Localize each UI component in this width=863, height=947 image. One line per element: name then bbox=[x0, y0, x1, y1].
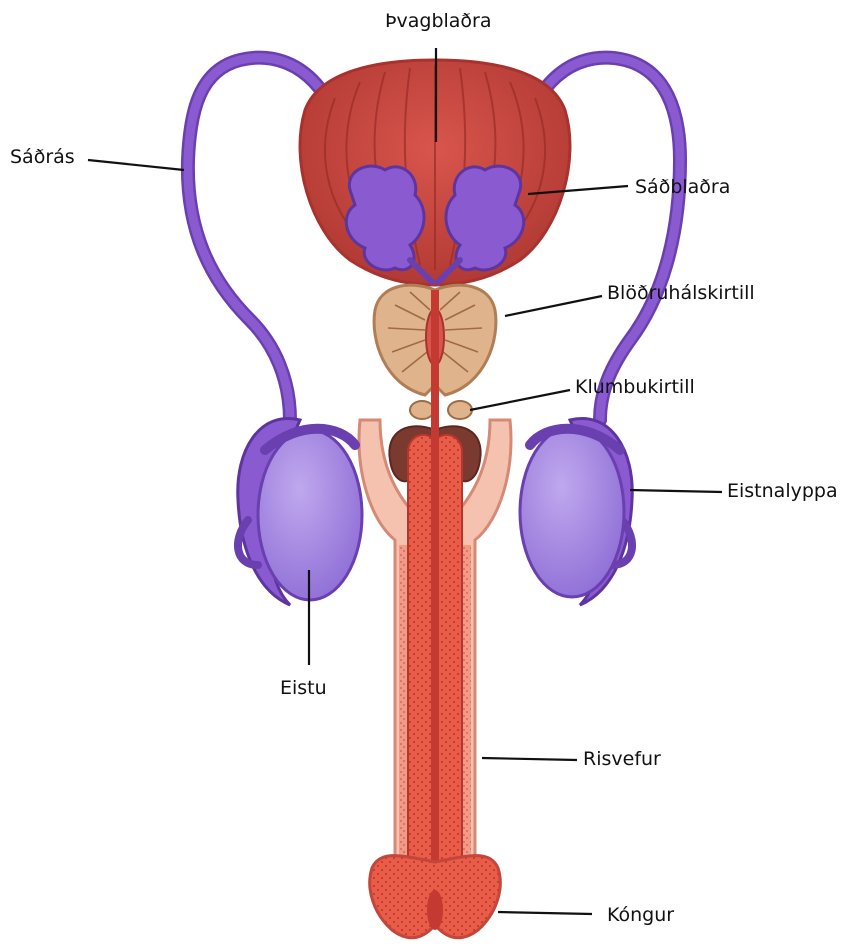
leader-bulbourethral bbox=[470, 390, 570, 410]
bulbourethral-gland-left bbox=[410, 401, 434, 419]
label-erectile-tissue: Risvefur bbox=[583, 750, 661, 769]
leader-prostate bbox=[505, 296, 602, 316]
leader-vas-deferens bbox=[88, 160, 184, 170]
label-epididymis: Eistnalyppa bbox=[727, 482, 838, 501]
label-seminal-vesicle: Sáðblaðra bbox=[635, 178, 730, 197]
label-vas-deferens: Sáðrás bbox=[10, 148, 75, 167]
label-bladder: Þvagblaðra bbox=[385, 12, 492, 31]
label-bulbourethral: Klumbukirtill bbox=[575, 378, 695, 397]
leader-epididymis bbox=[630, 490, 722, 492]
bulbourethral-gland-right bbox=[448, 401, 472, 419]
leader-glans bbox=[498, 912, 592, 914]
label-testis: Eistu bbox=[280, 679, 327, 698]
label-glans: Kóngur bbox=[607, 906, 674, 925]
testis-right bbox=[520, 427, 624, 597]
label-prostate: Blöðruhálskirtill bbox=[607, 284, 755, 303]
leader-erectile bbox=[482, 758, 577, 760]
